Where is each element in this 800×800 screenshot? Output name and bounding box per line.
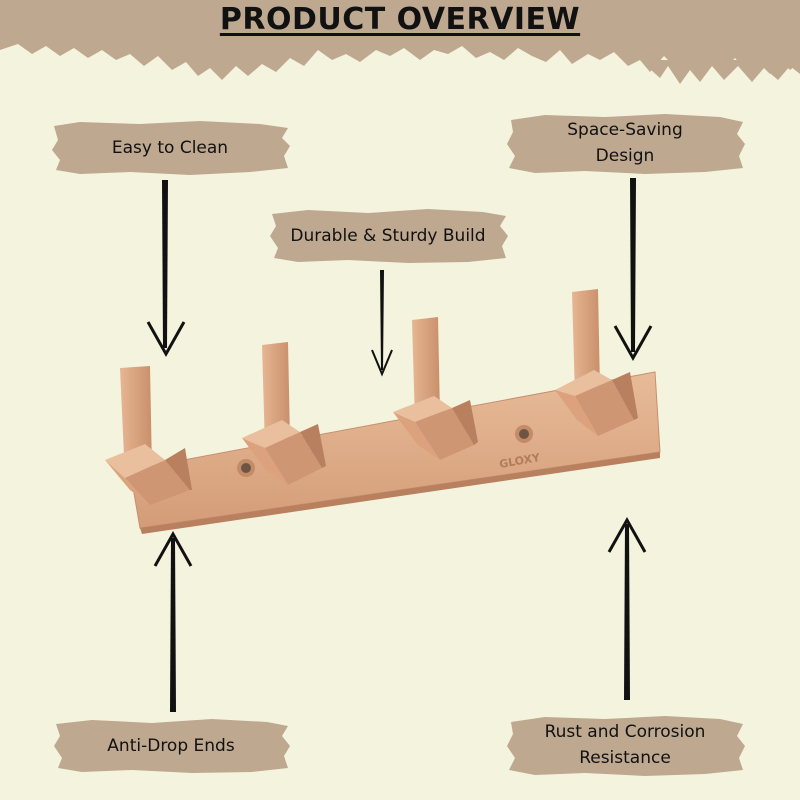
page-title: PRODUCT OVERVIEW xyxy=(219,2,581,37)
brush-stroke xyxy=(507,716,745,776)
arrow-rust xyxy=(607,516,647,700)
screw-hole-right xyxy=(515,425,533,443)
hook-3 xyxy=(393,317,478,460)
brush-stroke xyxy=(54,719,290,773)
label-durable: Durable & Sturdy Build xyxy=(268,208,508,264)
title-banner xyxy=(0,0,800,84)
label-rust: Rust and Corrosion Resistance xyxy=(505,714,745,776)
arrow-easy-to-clean xyxy=(146,180,186,358)
label-anti-drop: Anti-Drop Ends xyxy=(52,718,290,774)
hook-4 xyxy=(555,289,638,436)
arrow-space-saving xyxy=(613,178,653,362)
hook-2 xyxy=(242,342,326,485)
label-easy-to-clean: Easy to Clean xyxy=(50,120,290,176)
hook-1 xyxy=(105,366,192,505)
arrow-anti-drop xyxy=(153,530,193,712)
screw-hole-left xyxy=(237,459,255,477)
arrow-durable xyxy=(371,270,393,377)
label-space-saving: Space-Saving Design xyxy=(505,112,745,174)
brush-stroke xyxy=(52,121,290,175)
brush-stroke xyxy=(507,114,745,174)
brush-stroke xyxy=(270,209,508,263)
